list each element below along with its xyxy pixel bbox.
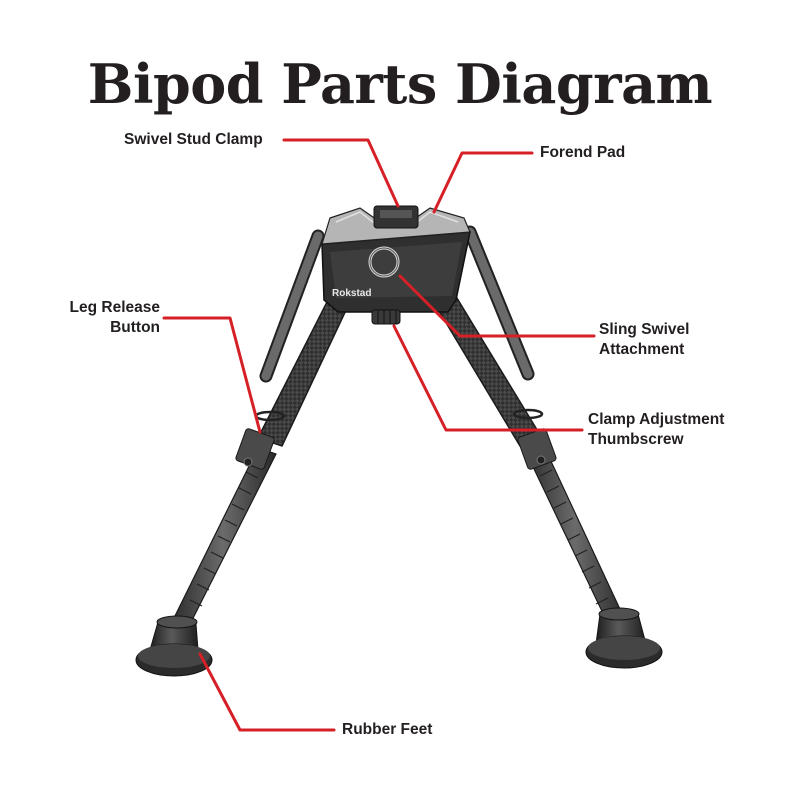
- left-lower-leg: [169, 447, 277, 633]
- label-swivel-stud-clamp: Swivel Stud Clamp: [124, 131, 263, 148]
- diagram-title: Bipod Parts Diagram: [87, 52, 713, 116]
- label-forend-pad: Forend Pad: [540, 144, 626, 161]
- right-lower-leg: [523, 441, 627, 629]
- leader-lines: [162, 138, 596, 732]
- brand-mark: Rokstad: [332, 288, 371, 299]
- leader-leg-release-button: [162, 316, 262, 434]
- right-spring: [463, 225, 535, 381]
- leader-sling-swivel-attachment: [398, 274, 596, 338]
- leader-forend-pad: [432, 151, 534, 214]
- label-rubber-feet: Rubber Feet: [342, 721, 433, 738]
- label-leg-release-button: Leg Release Button: [69, 299, 160, 336]
- label-sling-swivel-attachment: Sling Swivel Attachment: [599, 321, 690, 358]
- leader-swivel-stud-clamp: [282, 138, 400, 208]
- clamp-thumbscrew: [371, 309, 401, 325]
- right-rubber-foot: [585, 607, 663, 669]
- bipod-head: [321, 205, 471, 325]
- left-rubber-foot: [135, 615, 213, 677]
- right-leg-release-block: [517, 428, 557, 470]
- leader-rubber-feet: [198, 652, 336, 732]
- label-clamp-adjustment-thumbscrew: Clamp Adjustment Thumbscrew: [588, 411, 725, 448]
- left-spring: [259, 229, 325, 383]
- left-leg: [135, 229, 350, 677]
- leader-clamp-adjustment-thumbscrew: [392, 324, 584, 432]
- right-leg: [428, 225, 663, 669]
